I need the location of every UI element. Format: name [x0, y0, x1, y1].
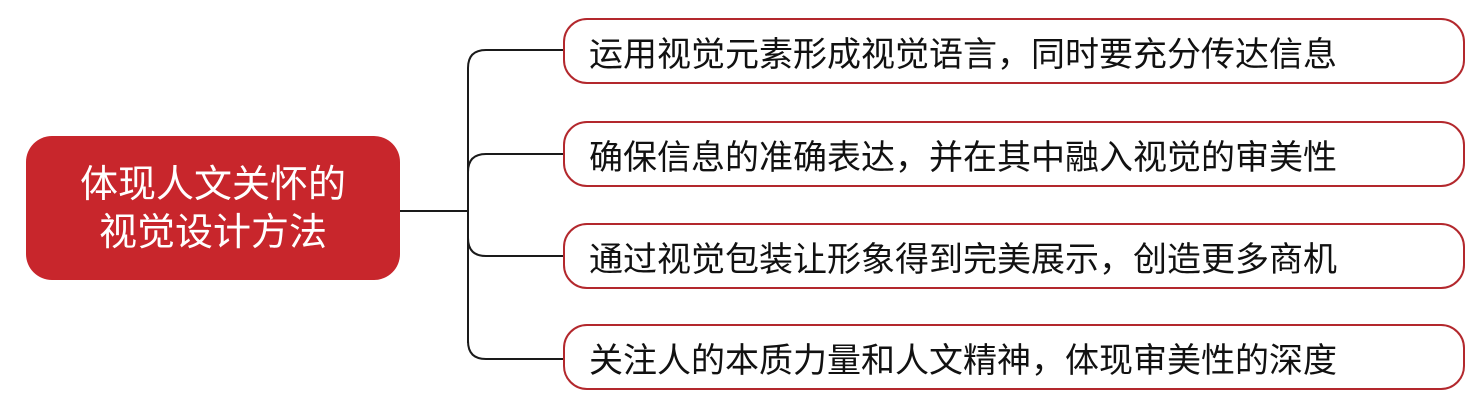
central-topic-node[interactable]: 体现人文关怀的 视觉设计方法: [26, 136, 400, 280]
branch-label-3: 通过视觉包装让形象得到完美展示，创造更多商机: [589, 239, 1337, 280]
branch-label-2: 确保信息的准确表达，并在其中融入视觉的审美性: [589, 137, 1337, 178]
central-topic-line-2: 视觉设计方法: [98, 210, 327, 254]
connector-branch-2: [467, 153, 563, 173]
branch-label-4: 关注人的本质力量和人文精神，体现审美性的深度: [589, 340, 1337, 381]
connector-branch-3: [467, 237, 563, 257]
branch-node-1[interactable]: 运用视觉元素形成视觉语言，同时要充分传达信息: [563, 18, 1465, 84]
central-topic-line-1: 体现人文关怀的: [79, 162, 346, 206]
branch-label-1: 运用视觉元素形成视觉语言，同时要充分传达信息: [589, 34, 1337, 75]
connector-branch-1: [467, 49, 563, 69]
branch-node-2[interactable]: 确保信息的准确表达，并在其中融入视觉的审美性: [563, 121, 1465, 187]
branch-node-4[interactable]: 关注人的本质力量和人文精神，体现审美性的深度: [563, 324, 1465, 390]
connector-branch-4: [467, 340, 563, 360]
branch-node-3[interactable]: 通过视觉包装让形象得到完美展示，创造更多商机: [563, 223, 1465, 289]
